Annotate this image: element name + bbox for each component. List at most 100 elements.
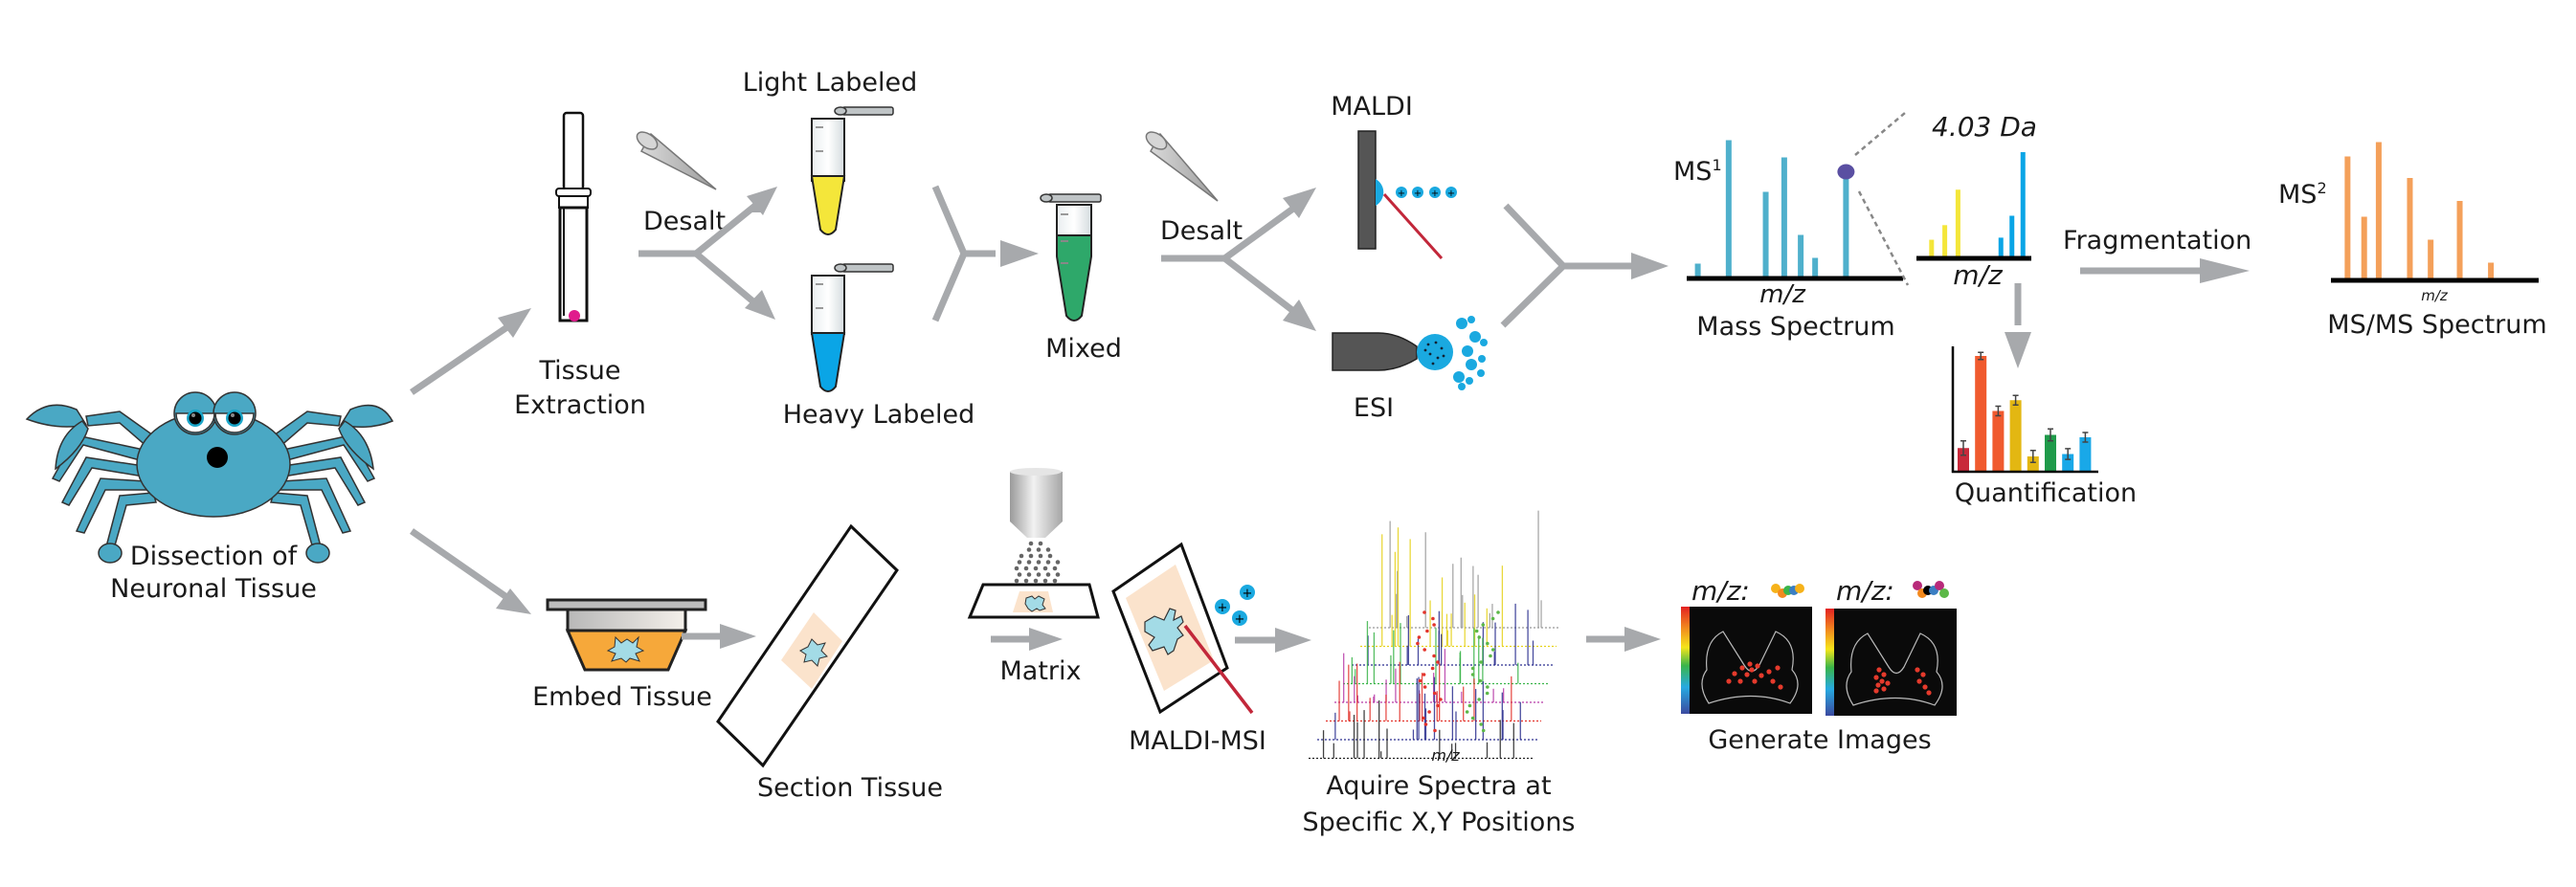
ion-hotspot [1881,686,1887,692]
arrow-to-spectra [1235,628,1311,653]
matrix-droplet [1045,572,1051,577]
matrix-droplets [1014,541,1061,589]
extraction-column-icon [555,111,592,322]
region-dot [1431,616,1435,621]
label-heavy-labeled: Heavy Labeled [783,400,975,430]
zoom-guide-top [1854,112,1906,156]
matrix-droplet [1052,578,1058,584]
ms2-peak [2375,142,2382,278]
quant-bar [2027,456,2039,471]
arrow-fragmentation [2080,258,2250,283]
label-quantification: Quantification [1955,478,2137,508]
crab-legs-left [25,404,157,564]
ms2-label: MS2 [2278,179,2327,210]
region-dot [1470,666,1475,671]
region-dot [1491,648,1495,652]
region-dot [1489,654,1492,658]
ion-hotspot [1873,675,1879,680]
region-dot [1465,710,1469,714]
ms2-peak [2428,239,2434,278]
ion-hotspot [1732,671,1737,676]
matrix-droplet [1047,553,1053,559]
region-dot [1432,623,1436,627]
laser-beam [1183,624,1254,715]
label-desalt-2: Desalt [1160,216,1243,246]
label-matrix: Matrix [999,656,1081,686]
label-maldi: MALDI [1331,92,1413,122]
label-mass-spectrum: Mass Spectrum [1696,312,1894,342]
region-dot [1422,648,1427,652]
maldi-msi-slide-icon [1111,542,1254,715]
quantification-bar-chart [1958,351,2092,471]
ion-image-2: m/z: [1826,575,1957,716]
esi-source-icon [1332,316,1488,390]
ms1-peak [1843,171,1849,277]
matrix-droplet [1026,560,1032,565]
crab-eyes [173,391,257,435]
ms2-peak [2361,216,2367,278]
label-extraction: Extraction [514,390,646,420]
matrix-droplet [1023,565,1029,571]
ion-hotspot [1747,661,1753,667]
section-tissue-slide-icon [716,523,899,768]
ion-hotspot [1752,678,1758,684]
label-acquire-line2: Specific X,Y Positions [1302,808,1575,837]
ion-hotspot [1778,684,1783,690]
quant-bar [2062,454,2074,471]
ms1-peak [1694,263,1701,277]
matrix-droplet [1042,565,1048,571]
label-tissue: Tissue [538,356,620,386]
ion-hotspot [1916,678,1922,684]
region-dot [1477,698,1481,701]
arrow-to-images [1586,627,1661,652]
arrow-to-quantification [2005,283,2031,368]
ion-hotspot [1749,667,1755,673]
label-section-tissue: Section Tissue [757,773,943,803]
matrix-droplet [1028,553,1034,559]
ion-hotspot [1755,663,1760,669]
label-generate-images: Generate Images [1708,725,1931,755]
ion-hotspot [1881,672,1887,677]
region-dot [1481,623,1486,627]
ms1-peak [1812,257,1819,277]
matrix-droplet [1023,578,1029,584]
matrix-droplet [1036,560,1042,565]
heavy-peak [2020,152,2026,256]
precursor-marker [1837,164,1855,180]
label-acquire-line1: Aquire Spectra at [1326,771,1551,801]
split-arrow-2 [1161,188,1316,331]
label-esi: ESI [1354,393,1394,423]
stacked-xlabel: m/z [1431,746,1460,765]
image2-mz-label: m/z: [1836,575,1894,607]
color-swatch-icon [1913,581,1949,598]
ms2-peak [2407,178,2413,278]
ion-hotspot [1770,678,1776,684]
matrix-droplet [1052,565,1058,571]
region-dot [1470,716,1475,721]
region-dot [1486,641,1490,646]
arrow-to-section [682,624,756,649]
ion-hotspot [1726,678,1732,684]
ms1-peak [1781,157,1787,277]
matrix-sprayer-icon [967,468,1100,619]
heavy-labeled-tube-icon [810,263,894,392]
ion-hotspot [1766,669,1772,675]
light-labeled-tube-icon [810,106,894,235]
ms2-xlabel: m/z [2421,287,2449,304]
matrix-droplet [1045,560,1051,565]
heavy-peak [2009,215,2015,256]
matrix-droplet [1026,572,1032,577]
region-dot [1490,616,1495,621]
quant-bar [1975,356,1987,471]
stacked-msi-spectra [1309,510,1560,760]
region-dot [1478,678,1483,683]
matrix-droplet [1026,547,1032,552]
ms1-peak [1762,191,1769,277]
svg-text:+: + [1243,587,1253,601]
quant-bar [2079,437,2092,471]
region-dot [1432,654,1436,658]
region-dot [1422,685,1427,689]
matrix-droplet [1055,572,1061,577]
merge-arrow-1 [931,185,1039,322]
region-dot [1479,660,1483,664]
